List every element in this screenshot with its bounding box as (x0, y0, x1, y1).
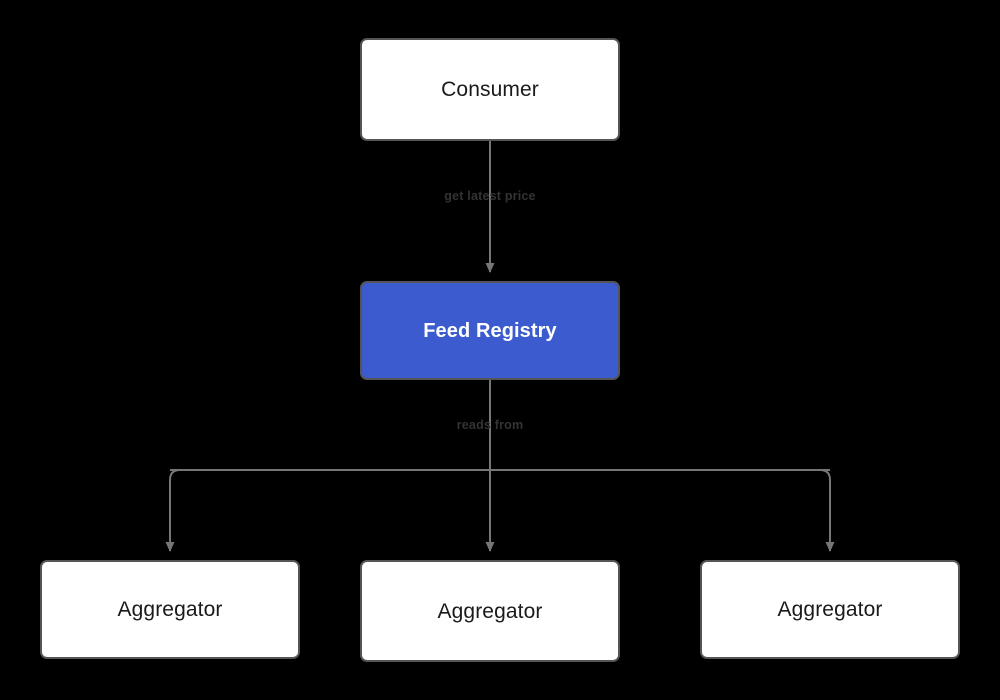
node-aggregator-1-label: Aggregator (117, 598, 223, 621)
node-aggregator-2[interactable]: Aggregator (360, 560, 620, 662)
node-aggregator-3-label: Aggregator (777, 598, 883, 621)
node-feed-registry-label: Feed Registry (423, 319, 557, 342)
node-feed-registry[interactable]: Feed Registry (360, 281, 620, 380)
node-consumer-label: Consumer (441, 78, 539, 101)
edge-label-get-latest-price: get latest price (444, 189, 536, 203)
node-consumer[interactable]: Consumer (360, 38, 620, 141)
edge-branch-bus (170, 469, 831, 481)
node-aggregator-3[interactable]: Aggregator (700, 560, 960, 659)
edge-label-reads-from: reads from (456, 418, 524, 432)
node-aggregator-1[interactable]: Aggregator (40, 560, 300, 659)
node-aggregator-2-label: Aggregator (437, 599, 543, 623)
edge-branch-bus-left (169, 469, 830, 481)
